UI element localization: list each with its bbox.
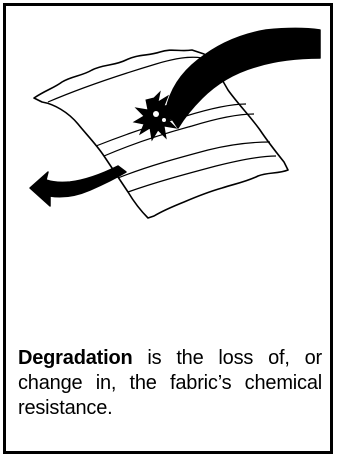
outgoing-arrow <box>30 166 126 206</box>
caption: Degradation is the loss of, or change in… <box>18 346 322 421</box>
caption-term: Degradation <box>18 347 132 369</box>
degradation-spot-hole <box>162 118 166 122</box>
degradation-spot-hole <box>153 111 159 117</box>
figure-card: Degradation is the loss of, or change in… <box>3 3 333 454</box>
fabric-degradation-illustration <box>6 6 330 236</box>
